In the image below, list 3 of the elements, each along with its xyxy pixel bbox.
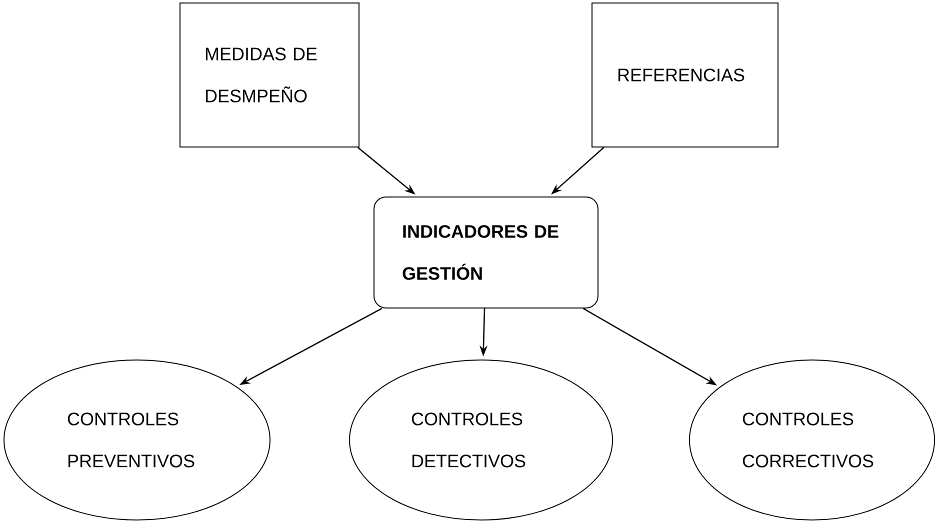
text-box: REFERENCIAS [592, 2, 778, 148]
text-box: MEDIDAS DE DESMPEÑO [180, 2, 360, 148]
rounded-box: INDICADORES DE GESTIÓN [374, 196, 598, 308]
